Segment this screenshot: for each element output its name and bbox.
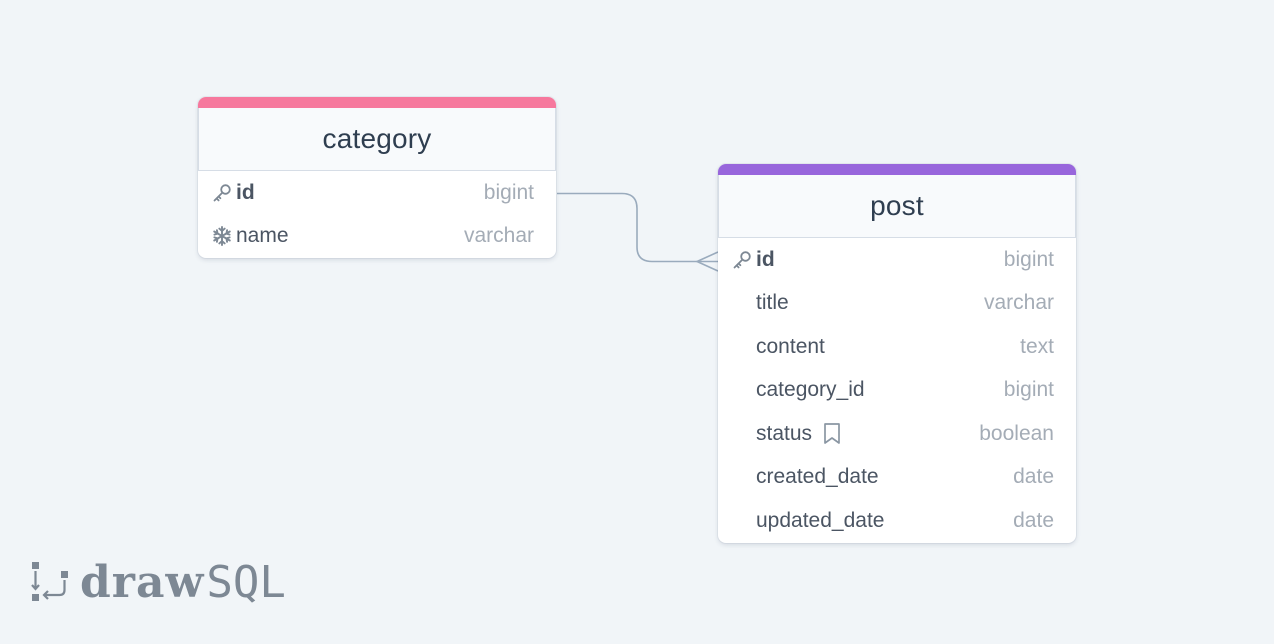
table-title: category bbox=[322, 123, 432, 154]
table-accent-bar bbox=[198, 97, 556, 108]
relation-line-category-post[interactable] bbox=[557, 192, 718, 263]
key-icon bbox=[208, 181, 236, 205]
table-header[interactable]: post bbox=[718, 175, 1076, 238]
column-name: id bbox=[756, 247, 775, 271]
column-row-id[interactable]: id bigint bbox=[208, 171, 534, 215]
column-row-title[interactable]: title varchar bbox=[728, 282, 1054, 326]
column-type: text bbox=[1020, 334, 1054, 358]
column-name: category_id bbox=[756, 378, 865, 402]
column-type: date bbox=[1013, 465, 1054, 489]
column-name: id bbox=[236, 180, 255, 204]
key-icon bbox=[728, 248, 756, 272]
column-type: bigint bbox=[1003, 247, 1054, 271]
table-accent-bar bbox=[718, 164, 1076, 175]
crowfoot-many-icon bbox=[695, 251, 719, 272]
bookmark-icon[interactable] bbox=[822, 422, 842, 446]
column-type: boolean bbox=[979, 421, 1054, 445]
drawsql-logo: draw SQL bbox=[30, 556, 286, 608]
column-type: varchar bbox=[983, 291, 1054, 315]
column-list: id bigint title varchar content text cat… bbox=[718, 238, 1076, 543]
column-name: name bbox=[236, 224, 289, 248]
column-name: status bbox=[756, 421, 813, 445]
logo-word-draw: draw bbox=[80, 556, 205, 608]
column-type: date bbox=[1013, 508, 1054, 532]
table-post[interactable]: post id bigint title varchar co bbox=[718, 164, 1076, 543]
column-row-created-date[interactable]: created_date date bbox=[728, 456, 1054, 500]
column-row-status[interactable]: status boolean bbox=[728, 412, 1054, 456]
column-name-wrap: status bbox=[756, 422, 979, 446]
table-category[interactable]: category id bigint bbox=[198, 97, 556, 258]
column-row-updated-date[interactable]: updated_date date bbox=[728, 499, 1054, 543]
column-list: id bigint name varchar bbox=[198, 171, 556, 258]
table-header[interactable]: category bbox=[198, 108, 556, 171]
table-title: post bbox=[870, 190, 924, 221]
column-name: title bbox=[756, 291, 789, 315]
column-row-name[interactable]: name varchar bbox=[208, 215, 534, 259]
snowflake-icon bbox=[208, 224, 236, 248]
column-name: created_date bbox=[756, 465, 879, 489]
drawsql-logo-icon bbox=[31, 562, 68, 601]
column-type: bigint bbox=[1003, 378, 1054, 402]
logo-word-sql: SQL bbox=[206, 556, 286, 608]
column-type: varchar bbox=[463, 224, 534, 248]
column-row-category-id[interactable]: category_id bigint bbox=[728, 369, 1054, 413]
column-name: updated_date bbox=[756, 508, 885, 532]
column-name: content bbox=[756, 334, 825, 358]
column-row-content[interactable]: content text bbox=[728, 325, 1054, 369]
column-row-id[interactable]: id bigint bbox=[728, 238, 1054, 282]
column-type: bigint bbox=[483, 180, 534, 204]
